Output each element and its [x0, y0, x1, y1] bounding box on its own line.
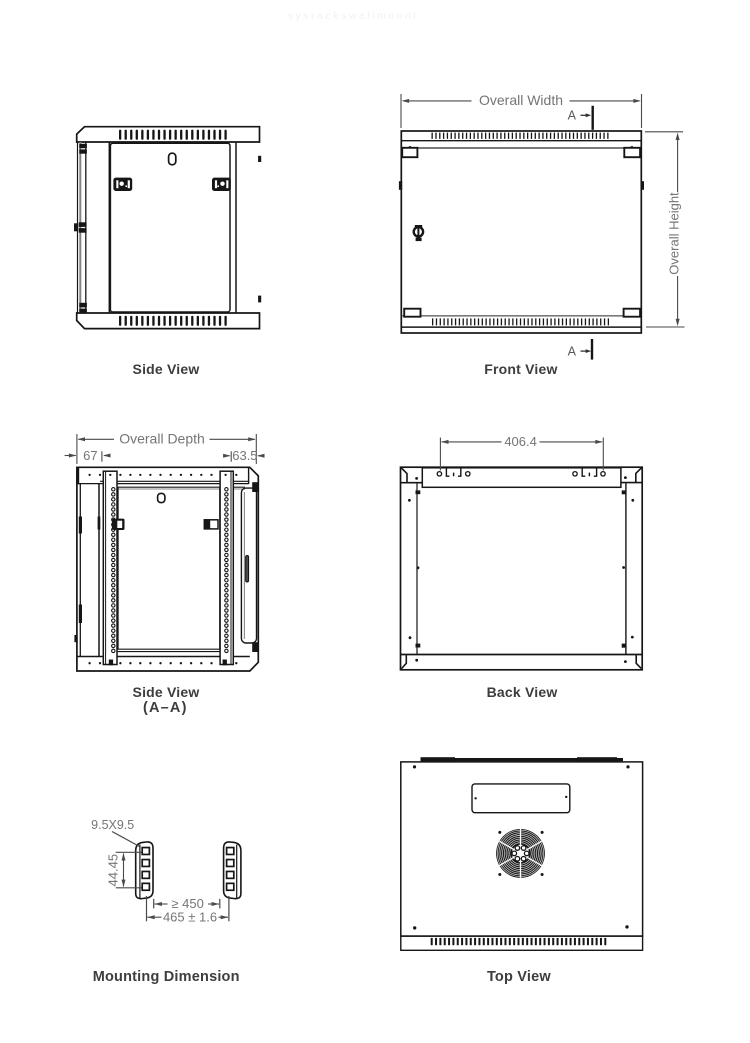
svg-text:≥ 450: ≥ 450 — [171, 896, 203, 911]
svg-text:Side View: Side View — [133, 361, 200, 377]
svg-text:Overall Width: Overall Width — [479, 92, 563, 108]
svg-text:(A–A): (A–A) — [143, 700, 188, 716]
svg-text:67: 67 — [83, 448, 97, 463]
svg-text:Overall Depth: Overall Depth — [119, 431, 205, 447]
svg-text:Front View: Front View — [484, 361, 557, 377]
svg-text:44.45: 44.45 — [105, 854, 120, 887]
svg-text:Overall Height: Overall Height — [667, 192, 682, 275]
svg-text:s y s r a c k s w a l l m o: s y s r a c k s w a l l m o u n t — [288, 11, 417, 22]
svg-text:A: A — [568, 109, 577, 123]
svg-text:Mounting Dimension: Mounting Dimension — [93, 969, 240, 985]
svg-text:406.4: 406.4 — [504, 434, 537, 449]
svg-text:465 ± 1.6: 465 ± 1.6 — [163, 910, 217, 925]
svg-text:Back View: Back View — [487, 684, 558, 700]
svg-text:9.5X9.5: 9.5X9.5 — [91, 818, 134, 832]
svg-text:63.5: 63.5 — [232, 448, 257, 463]
svg-text:A: A — [568, 344, 577, 358]
svg-text:Top View: Top View — [487, 969, 551, 985]
svg-text:Side View: Side View — [133, 684, 200, 700]
